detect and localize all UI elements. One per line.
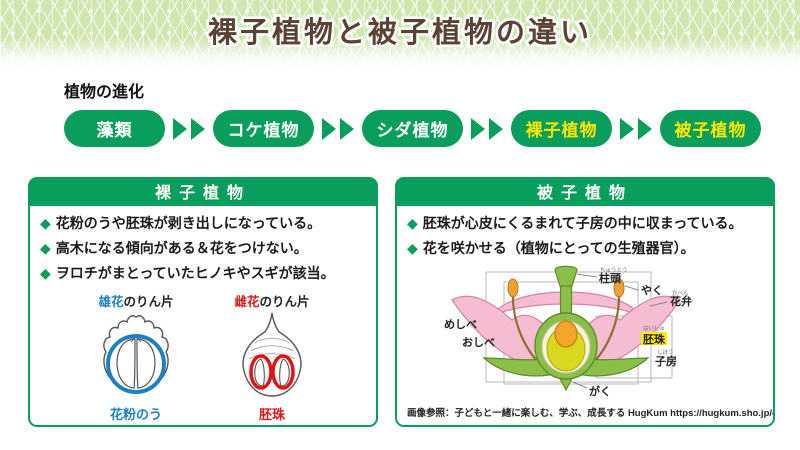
bullet-text: 花を咲かせる（植物にとっての生殖器官）。 [422,240,695,256]
stamen-label: おしべ [462,336,495,349]
pistil-label: めしべ [444,318,477,331]
evolution-flow: 藻類 コケ植物 シダ植物 裸子植物 被子植物 [64,110,800,147]
bullet-text: 花粉のうや胚珠が剥き出しになっている。 [55,215,322,231]
stage-pill-fern: シダ植物 [362,110,463,147]
stage-pill-algae: 藻類 [64,110,165,147]
stage-pill-moss: コケ植物 [213,110,314,147]
left-citation: 画像参照：オンライン無料塾「ターンナップ」https://school-turn… [40,423,368,425]
ovary-label: 子房 [655,354,677,368]
gymnosperm-panel: 裸子植物 ◆ 花粉のうや胚珠が剥き出しになっている。 ◆ 高木になる傾向がある＆… [28,177,378,427]
cone-scale-diagrams: 雄花のりん片 花粉のう 雌花のりん片 [40,291,368,423]
bullet-item: ◆ 胚珠が心皮にくるまれて子房の中に収まっている。 [407,214,765,233]
header-band: 裸子植物と被子植物の違い [0,0,800,68]
anther-shape [507,278,519,298]
angiosperm-panel: 被子植物 ◆ 胚珠が心皮にくるまれて子房の中に収まっている。 ◆ 花を咲かせる（… [395,177,775,427]
male-scale-drawing [103,315,169,394]
bullet-item: ◆ 花粉のうや胚珠が剥き出しになっている。 [40,214,368,233]
arrow-icon [320,117,356,140]
arrow-icon [618,117,654,140]
comparison-panels: 裸子植物 ◆ 花粉のうや胚珠が剥き出しになっている。 ◆ 高木になる傾向がある＆… [28,177,800,427]
female-scale-label: 雌花のりん片 [216,291,328,310]
gymnosperm-panel-body: ◆ 花粉のうや胚珠が剥き出しになっている。 ◆ 高木になる傾向がある＆花をつけな… [28,204,378,427]
male-scale-label: 雄花のりん片 [80,291,192,310]
ovule-circle [249,354,273,390]
page-title: 裸子植物と被子植物の違い [205,15,592,52]
bullet-item: ◆ ヲロチがまとっていたヒノキやスギが該当。 [40,264,368,283]
stigma-furigana: ちゅうとう [600,267,628,274]
stigma-label: 柱頭 [599,271,622,285]
bullet-text: ヲロチがまとっていたヒノキやスギが該当。 [55,265,335,281]
bullet-item: ◆ 花を咲かせる（植物にとっての生殖器官）。 [407,239,765,258]
male-flower-word: 雄花 [98,295,124,309]
female-scale-figure: 雌花のりん片 胚珠 [216,291,328,423]
diamond-bullet-icon: ◆ [40,265,51,281]
female-flower-word: 雌花 [234,295,260,309]
male-scale-figure: 雄花のりん片 花粉のう [80,291,192,423]
gymnosperm-panel-title: 裸子植物 [28,177,378,204]
stage-pill-gymnosperm: 裸子植物 [511,110,612,147]
bullet-text: 胚珠が心皮にくるまれて子房の中に収まっている。 [422,215,743,231]
petal-label: 花弁 [670,294,692,308]
flower-cross-section-figure: ちゅうとう 柱頭 やく かべん 花弁 めしべ おしべ はいしゅ 胚珠 しぼう 子… [407,264,765,398]
ovule-furigana: はいしゅ [643,325,665,332]
arrow-icon [469,117,505,140]
bullet-item: ◆ 高木になる傾向がある＆花をつけない。 [40,239,368,258]
ovule-shape [554,320,578,348]
bullet-text: 高木になる傾向がある＆花をつけない。 [55,240,308,256]
male-label-rest: のりん片 [123,295,174,309]
female-label-rest: のりん片 [259,295,310,309]
evolution-label: 植物の進化 [64,84,145,101]
stigma-shape [554,265,578,287]
ovule-caption: 胚珠 [258,407,285,422]
stage-pill-angiosperm: 被子植物 [660,110,761,147]
petal-furigana: かべん [672,290,689,297]
flower-diagram: ちゅうとう 柱頭 やく かべん 花弁 めしべ おしべ はいしゅ 胚珠 しぼう 子… [444,265,692,398]
angiosperm-panel-title: 被子植物 [395,177,775,204]
ovule-circle [271,354,295,390]
diamond-bullet-icon: ◆ [40,240,51,256]
sepal-label: がく [589,384,611,398]
angiosperm-panel-body: ◆ 胚珠が心皮にくるまれて子房の中に収まっている。 ◆ 花を咲かせる（植物にとっ… [395,204,775,427]
female-scale-drawing [242,312,302,397]
arrow-icon [171,117,207,140]
evolution-section: 植物の進化 藻類 コケ植物 シダ植物 裸子植物 被子植物 [64,78,800,147]
pollen-sac-circle [106,334,166,394]
ovary-furigana: しぼう [657,349,674,356]
ovule-label: 胚珠 [642,332,666,346]
diamond-bullet-icon: ◆ [40,215,51,231]
ovule-highlight [641,332,667,345]
diamond-bullet-icon: ◆ [407,240,418,256]
anther-label: やく [641,284,663,297]
diamond-bullet-icon: ◆ [407,215,418,231]
anther-shape [613,278,625,298]
pollen-sac-caption: 花粉のう [109,407,162,422]
right-citation: 画像参照：子どもと一緒に楽しむ、学ぶ、成長する HugKum https://h… [407,408,775,419]
